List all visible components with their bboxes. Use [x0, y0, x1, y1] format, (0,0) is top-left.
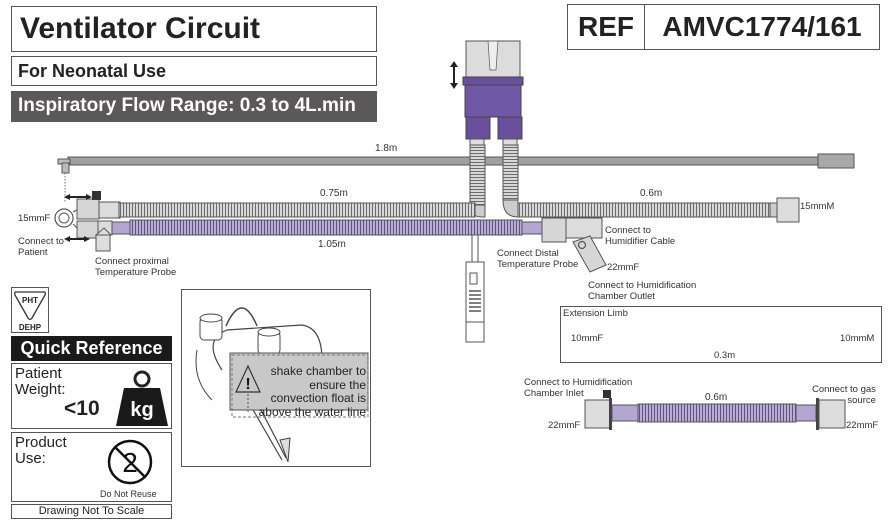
warning-text: shake chamber to ensure the convection f…	[258, 364, 366, 419]
warning-line-2: ensure the	[309, 377, 366, 392]
cable-length-label: 1.8m	[375, 143, 398, 154]
extension-limb-title: Extension Limb	[563, 308, 628, 319]
ref-box: REF AMVC1774/161	[567, 4, 880, 50]
extension-right-connector: 10mmM	[840, 333, 875, 344]
do-not-reuse-text: Do Not Reuse	[100, 489, 157, 499]
humidification-chamber-illustration: !	[195, 307, 369, 463]
inspiratory-limb	[76, 191, 800, 223]
warning-line-4: above the water line	[258, 404, 366, 419]
chamber-inlet-label: Connect to Humidification Chamber Inlet	[524, 377, 633, 399]
pht-text: PHT	[22, 296, 38, 305]
dry-right-connector: 22mmF	[846, 420, 879, 431]
warning-line-1: shake chamber to	[270, 364, 366, 378]
double-arrow-bottom	[64, 236, 90, 242]
end-connector-size: 15mmM	[800, 201, 835, 212]
use-label-1: Product	[15, 434, 67, 451]
page-title: Ventilator Circuit	[11, 6, 377, 52]
warning-icon	[235, 364, 261, 393]
connect-patient-label: Connect to Patient	[18, 236, 64, 258]
weight-label-2: Weight:	[15, 381, 66, 398]
product-use-panel: Product Use: 2 Do Not Reuse	[11, 432, 172, 502]
do-not-reuse-icon: 2	[107, 439, 153, 485]
proximal-probe-label: Connect proximal Temperature Probe	[95, 256, 177, 278]
patient-weight-panel: Patient Weight: <10 kg	[11, 363, 172, 429]
temperature-probe	[465, 235, 485, 343]
humidifier-plug	[450, 40, 524, 146]
patient-connector-size: 15mmF	[18, 213, 51, 224]
insp-length-label: 0.75m	[320, 188, 348, 199]
warning-line-3: convection float is	[270, 391, 366, 405]
weight-label-1: Patient	[15, 365, 62, 382]
dehp-triangle-icon: PHT DEHP	[14, 291, 46, 332]
heater-cable	[57, 153, 855, 203]
weight-icon: kg	[116, 370, 168, 426]
distal-probe-label: Connect Distal Temperature Probe	[497, 248, 579, 270]
subtitle: For Neonatal Use	[11, 56, 377, 86]
dry-limb-tube	[584, 390, 846, 430]
quick-reference-heading: Quick Reference	[11, 336, 172, 361]
svg-text:!: !	[245, 376, 250, 393]
chamber-outlet-size: 22mmF	[607, 262, 640, 273]
pht-dehp-symbol: PHT DEHP	[11, 287, 49, 333]
humidifier-limb-length-label: 0.6m	[640, 188, 663, 199]
weight-value: <10	[64, 397, 100, 420]
insp-cable-tube	[469, 144, 486, 206]
dehp-text: DEHP	[19, 323, 42, 332]
extension-limb-panel: Extension Limb 10mmF 10mmM 0.3m	[560, 306, 882, 363]
dry-left-connector: 22mmF	[548, 420, 581, 431]
chamber-outlet-label: Connect to Humidification Chamber Outlet	[588, 280, 697, 302]
chamber-warning-panel: ! shake chamber to ensure the convection…	[181, 289, 371, 467]
exp-cable-tube	[502, 144, 519, 201]
double-arrow-top	[64, 194, 92, 200]
flow-range-banner: Inspiratory Flow Range: 0.3 to 4L.min	[11, 91, 377, 122]
weight-unit: kg	[130, 399, 153, 421]
gas-source-label: Connect to gas source	[812, 384, 876, 406]
scale-note: Drawing Not To Scale	[11, 504, 172, 519]
patient-wye	[54, 208, 78, 229]
extension-left-connector: 10mmF	[571, 333, 604, 344]
ref-code: AMVC1774/161	[662, 11, 862, 42]
extension-length: 0.3m	[714, 350, 736, 361]
expiratory-limb	[76, 217, 607, 273]
ref-label: REF	[568, 5, 645, 49]
exp-length-label: 1.05m	[318, 239, 346, 250]
dry-limb-length: 0.6m	[705, 392, 728, 403]
use-label-2: Use:	[15, 450, 46, 467]
humidifier-cable-label: Connect to Humidifier Cable	[605, 225, 676, 247]
